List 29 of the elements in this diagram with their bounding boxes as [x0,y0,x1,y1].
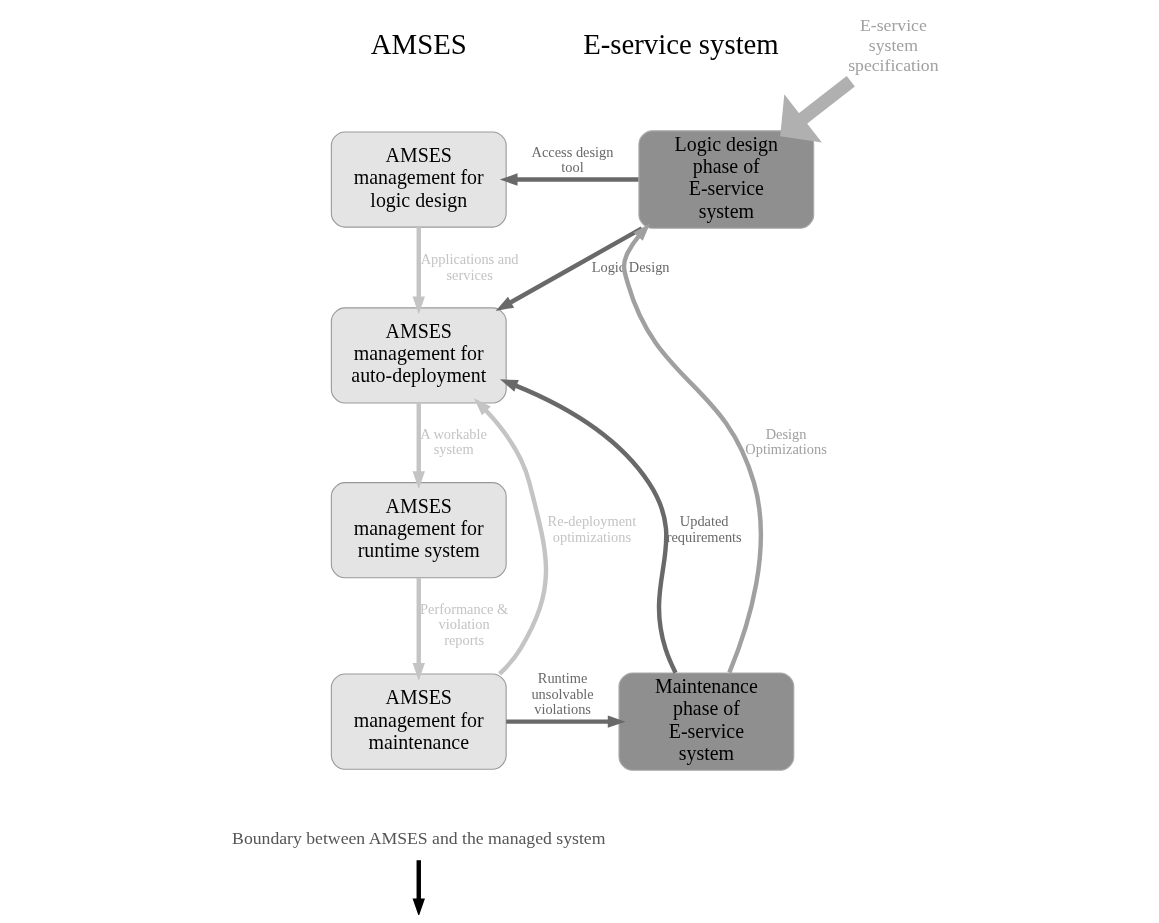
edge-label: Re-deployment optimizations [547,513,636,545]
arrow [412,227,425,315]
edge-label: Runtime unsolvable violations [530,670,594,718]
arrow [499,379,678,674]
edge-label: Design Optimizations [744,425,827,458]
edge-label: Applications and services [420,251,519,283]
node-box: AMSES management for auto-deployment [330,307,507,404]
edge-label: Updated requirements [666,513,742,545]
edge-label: A workable system [419,425,487,458]
arrow [621,223,763,674]
node-box: AMSES management for runtime system [330,482,507,579]
label: E-service system [582,27,779,60]
arrow [473,398,548,676]
arrow [499,173,638,186]
arrow [412,403,425,490]
arrow [779,75,855,143]
edge-label: Access design tool [531,143,613,176]
arrow [495,226,643,311]
arrow [505,715,626,728]
node-box: AMSES management for logic design [330,131,507,228]
node-box: AMSES management for maintenance [330,673,507,770]
edge-label: Performance & violation reports [419,600,508,648]
node-text: Boundary between AMSES and the managed system [231,828,605,849]
node-box: Maintenance phase of E-service system [617,672,794,771]
node-box: Logic design phase of E-service system [637,130,814,229]
label: AMSES [370,27,467,60]
arrow [412,578,425,681]
arrow [412,860,425,915]
node-text: E-service system specification [847,15,939,75]
